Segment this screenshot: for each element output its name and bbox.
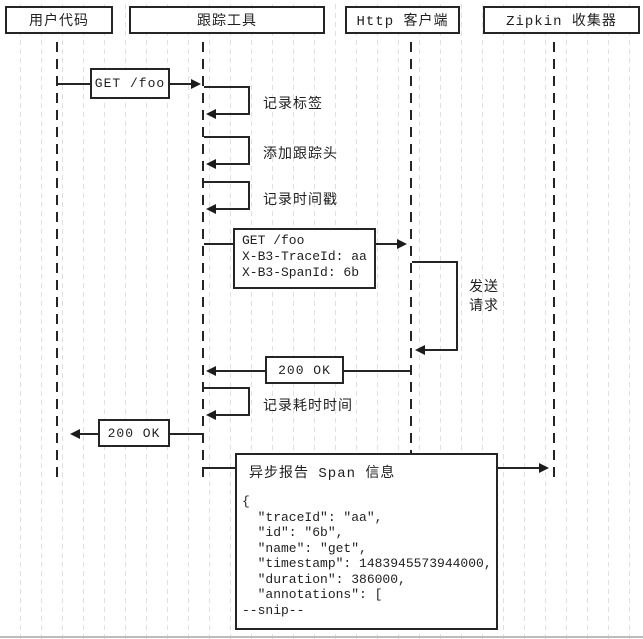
msg-http-request-line-left <box>204 243 233 245</box>
selfcall-timestamp-side <box>248 181 250 210</box>
msg-report-box: 异步报告 Span 信息 { "traceId": "aa", "id": "6… <box>235 453 498 630</box>
selfcall-duration-top <box>204 387 250 389</box>
msg-get-foo-box: GET /foo <box>90 68 170 99</box>
msg-ok-user-line-right <box>170 433 202 435</box>
participant-zipkin-collector: Zipkin 收集器 <box>483 6 640 34</box>
selfcall-send-bottom <box>424 349 458 351</box>
http-request-line2: X-B3-TraceId: aa <box>242 249 367 264</box>
msg-http-request-box: GET /foo X-B3-TraceId: aa X-B3-SpanId: 6… <box>233 228 376 289</box>
arrowhead-left-icon <box>206 204 216 214</box>
json-line: "traceId": "aa", <box>242 509 383 525</box>
selfcall-tags-label: 记录标签 <box>263 97 323 113</box>
participant-label: Zipkin 收集器 <box>506 14 617 30</box>
participant-label: 跟踪工具 <box>197 14 257 30</box>
msg-ok-mid-line-left <box>216 370 265 372</box>
selfcall-tags-top <box>204 86 250 88</box>
send-label-line2: 请求 <box>469 299 499 315</box>
msg-get-foo-line-right <box>170 83 191 85</box>
arrowhead-right-icon <box>539 463 549 473</box>
selfcall-duration-side <box>248 387 250 416</box>
arrowhead-left-icon <box>70 429 80 439</box>
msg-ok-mid-line-right <box>344 370 410 372</box>
report-title: 异步报告 Span 信息 <box>249 466 396 482</box>
participant-http-client: Http 客户端 <box>345 6 460 34</box>
json-line: "id": "6b", <box>242 525 344 540</box>
selfcall-duration-bottom <box>215 414 250 416</box>
arrowhead-left-icon <box>206 159 216 169</box>
json-line: "timestamp": 1483945573944000, <box>242 556 492 571</box>
arrowhead-left-icon <box>206 410 216 420</box>
lifeline-user-code <box>56 42 58 478</box>
msg-ok-mid-label: 200 OK <box>278 362 331 378</box>
json-line: "annotations": [ <box>242 587 383 602</box>
msg-ok-user-box: 200 OK <box>98 419 170 447</box>
selfcall-headers-label: 添加跟踪头 <box>263 147 338 163</box>
http-request-line1: GET /foo <box>242 233 305 248</box>
arrowhead-right-icon <box>397 239 407 249</box>
msg-get-foo-line-left <box>58 83 90 85</box>
selfcall-send-label: 发送请求 <box>469 279 499 317</box>
participant-user-code: 用户代码 <box>5 6 113 34</box>
selfcall-headers-top <box>204 136 250 138</box>
json-line: "name": "get", <box>242 540 367 556</box>
selfcall-timestamp-label: 记录时间戳 <box>263 193 338 209</box>
participant-tracer: 跟踪工具 <box>129 6 325 34</box>
selfcall-tags-bottom <box>215 113 250 115</box>
msg-ok-user-line-left <box>80 433 98 435</box>
arrowhead-left-icon <box>206 366 216 376</box>
selfcall-send-top <box>412 261 458 263</box>
report-json-block: { "traceId": "aa", "id": "6b", "name": "… <box>242 494 492 618</box>
msg-ok-user-label: 200 OK <box>107 425 161 441</box>
msg-ok-mid-box: 200 OK <box>265 356 344 384</box>
json-line: --snip-- <box>242 602 305 618</box>
selfcall-headers-bottom <box>215 163 250 165</box>
participant-label: 用户代码 <box>29 14 89 30</box>
participant-label: Http 客户端 <box>356 14 449 30</box>
json-line: "duration": 386000, <box>242 571 406 587</box>
arrowhead-left-icon <box>206 109 216 119</box>
arrowhead-right-icon <box>191 79 201 89</box>
lifeline-http-client <box>410 42 412 478</box>
selfcall-headers-side <box>248 136 250 165</box>
msg-report-line-right <box>498 467 539 469</box>
send-label-line1: 发送 <box>469 280 499 296</box>
lifeline-zipkin <box>553 42 555 478</box>
selfcall-tags-side <box>248 86 250 115</box>
selfcall-duration-label: 记录耗时时间 <box>263 399 353 415</box>
msg-report-line-left <box>204 467 235 469</box>
json-line: { <box>242 494 250 509</box>
lifeline-tracer <box>202 42 204 478</box>
page-bottom-edge <box>0 636 643 638</box>
arrowhead-left-icon <box>415 345 425 355</box>
selfcall-timestamp-bottom <box>215 208 250 210</box>
msg-http-request-line-right <box>376 243 397 245</box>
msg-get-foo-label: GET /foo <box>94 76 166 91</box>
selfcall-timestamp-top <box>204 181 250 183</box>
http-request-line3: X-B3-SpanId: 6b <box>242 265 360 280</box>
selfcall-send-side <box>456 261 458 351</box>
